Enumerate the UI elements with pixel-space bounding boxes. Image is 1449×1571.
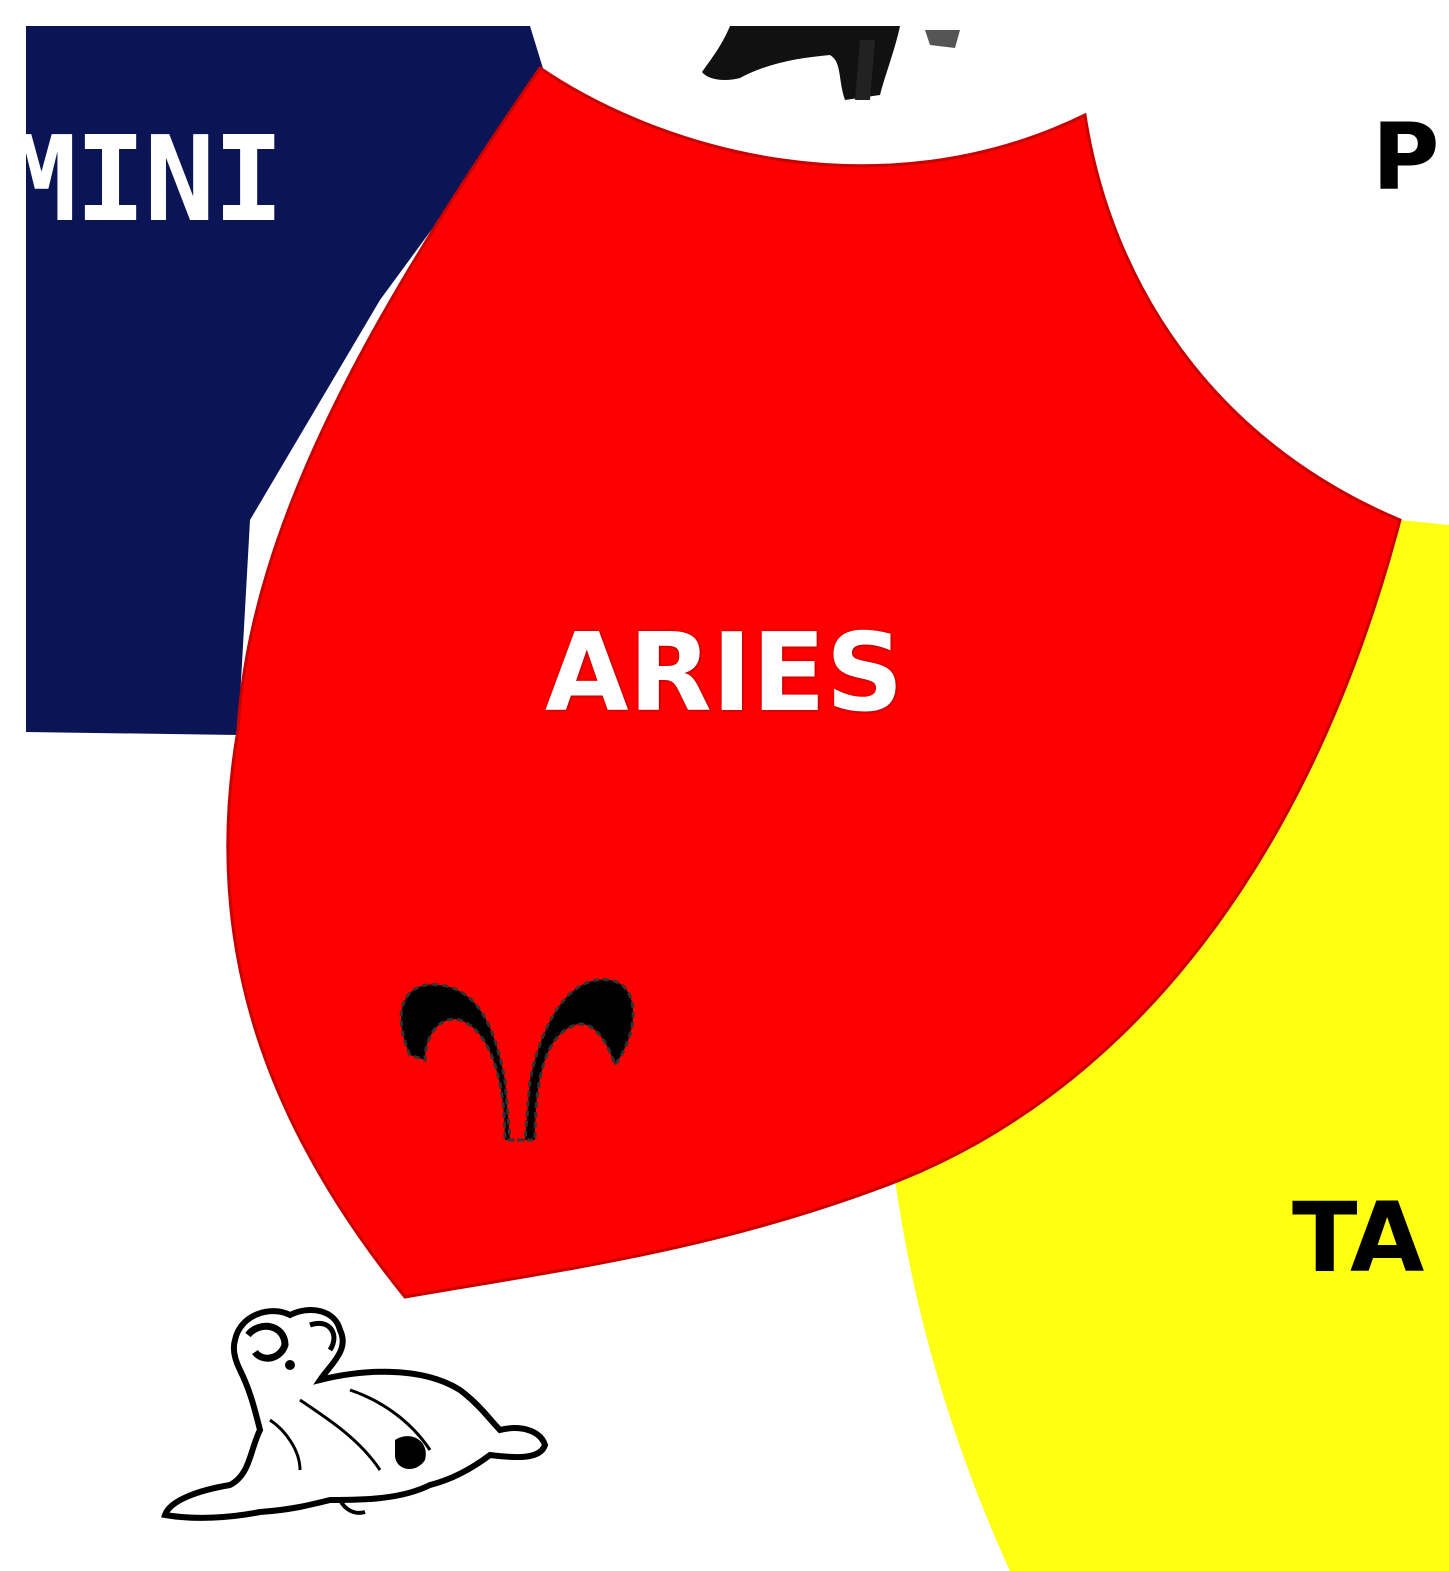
ram-illustration [165, 1310, 545, 1518]
taurus-label: TA [1292, 1190, 1424, 1286]
pisces-label: P [1372, 112, 1439, 204]
gemini-label: MINI [6, 120, 282, 238]
aries-label: ARIES [545, 620, 904, 728]
figure-illustration [702, 26, 960, 100]
